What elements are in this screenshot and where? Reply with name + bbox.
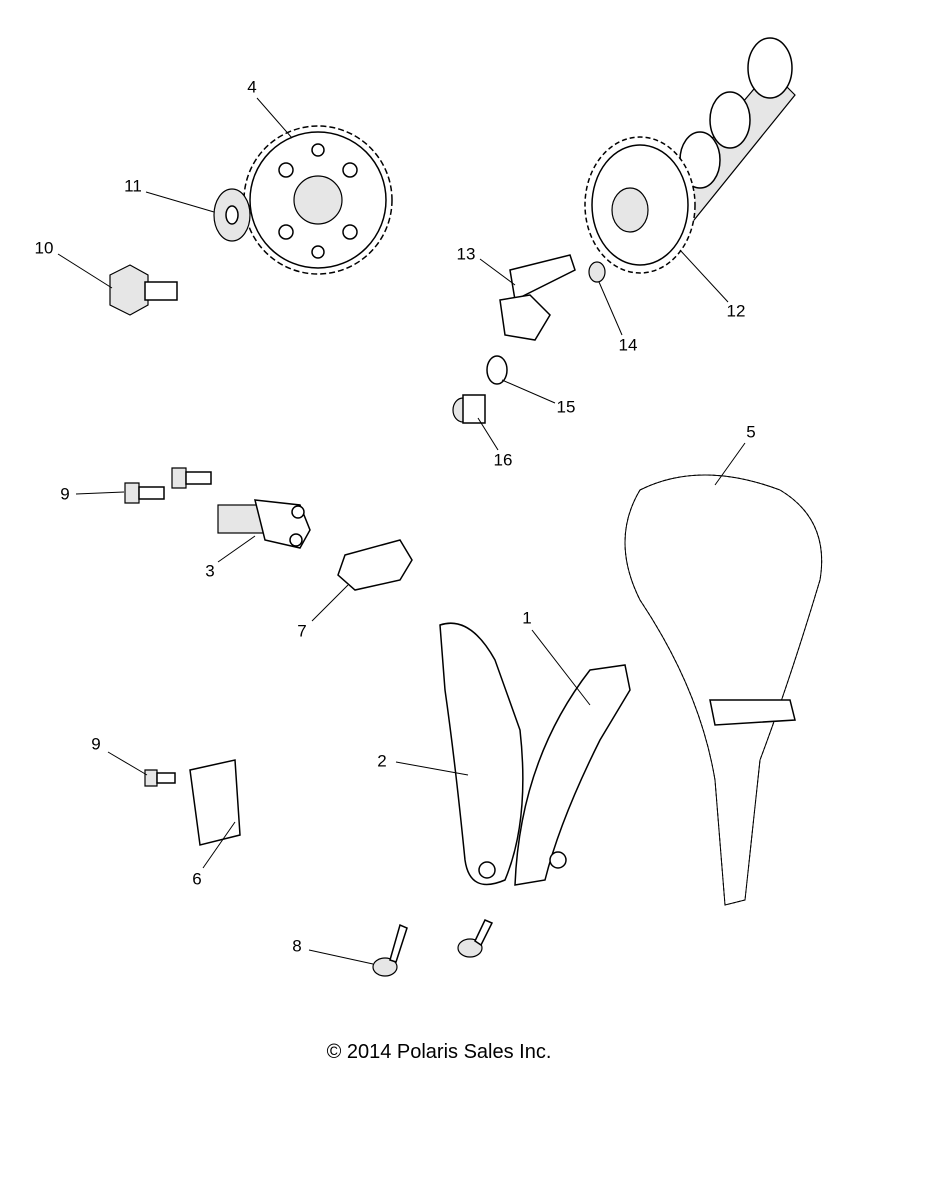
callout-9-lower: 9 [91, 734, 100, 753]
callout-10: 10 [35, 238, 54, 257]
callout-14: 14 [619, 335, 638, 354]
tensioner-bolts-part [124, 467, 212, 504]
camshaft-part [584, 37, 796, 274]
tensioner-blade-part [514, 664, 631, 886]
callout-12: 12 [727, 301, 746, 320]
chain-guide-part [439, 622, 524, 886]
spring-part [588, 261, 606, 283]
plate-part [189, 759, 241, 846]
callout-6: 6 [192, 869, 201, 888]
callout-16: 16 [494, 450, 513, 469]
bushing-part [452, 394, 486, 424]
thrust-washer-part [486, 355, 508, 385]
guide-bolt-part [144, 769, 176, 787]
callout-2: 2 [377, 751, 386, 770]
callout-5: 5 [746, 422, 755, 441]
copyright-notice: © 2014 Polaris Sales Inc. [326, 1041, 552, 1063]
leader-lines [57, 97, 746, 965]
washer-part [213, 188, 251, 242]
callout-1: 1 [522, 608, 531, 627]
bolt-part [109, 264, 178, 316]
callout-13: 13 [457, 244, 476, 263]
callout-9-upper: 9 [60, 484, 69, 503]
gasket-part [337, 539, 413, 591]
cam-chain-part [624, 474, 823, 906]
chain-tensioner-part [217, 499, 311, 549]
callout-3: 3 [205, 561, 214, 580]
callout-15: 15 [557, 397, 576, 416]
engine-case-part [709, 699, 796, 726]
callout-4: 4 [247, 77, 256, 96]
callout-7: 7 [297, 621, 306, 640]
callout-11: 11 [124, 176, 142, 195]
cam-sprocket-part [243, 125, 393, 275]
decompression-lever-part [499, 254, 576, 341]
callout-8: 8 [292, 936, 301, 955]
guide-pivot-bolts-part [372, 919, 494, 977]
